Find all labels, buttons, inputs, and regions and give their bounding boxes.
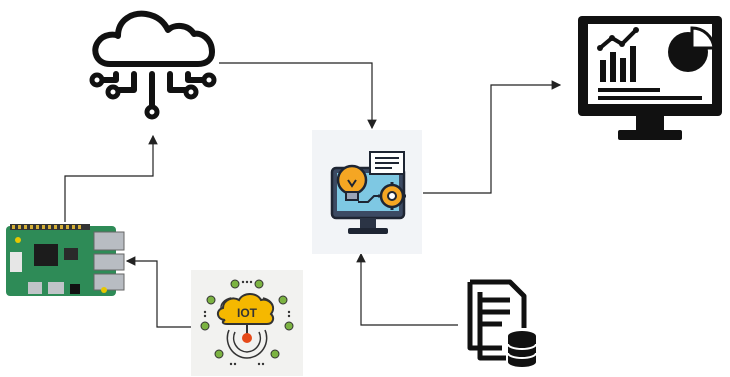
cloud-node: [88, 6, 218, 121]
documents-database-icon: [467, 279, 537, 367]
raspberry-pi-node: [4, 222, 128, 300]
analytics-node: [312, 130, 422, 254]
cloud-network-icon: [89, 10, 217, 120]
monitor-dashboard-icon: [578, 16, 722, 140]
arrow-cloud-to-analytics: [219, 62, 377, 130]
database-node: [462, 278, 542, 370]
iot-label: IOT: [237, 306, 258, 320]
iot-node: IOT: [191, 270, 303, 376]
raspberry-pi-board-icon: [6, 224, 125, 296]
arrow-database-to-analytics: [356, 252, 458, 326]
arrow-pi-to-cloud: [64, 134, 158, 222]
iot-cloud-icon: IOT: [200, 279, 294, 366]
arrow-iot-to-pi: [125, 256, 191, 328]
analytics-idea-computer-icon: [330, 151, 406, 234]
dashboard-node: [574, 12, 726, 146]
arrow-analytics-to-dashboard: [423, 80, 562, 194]
